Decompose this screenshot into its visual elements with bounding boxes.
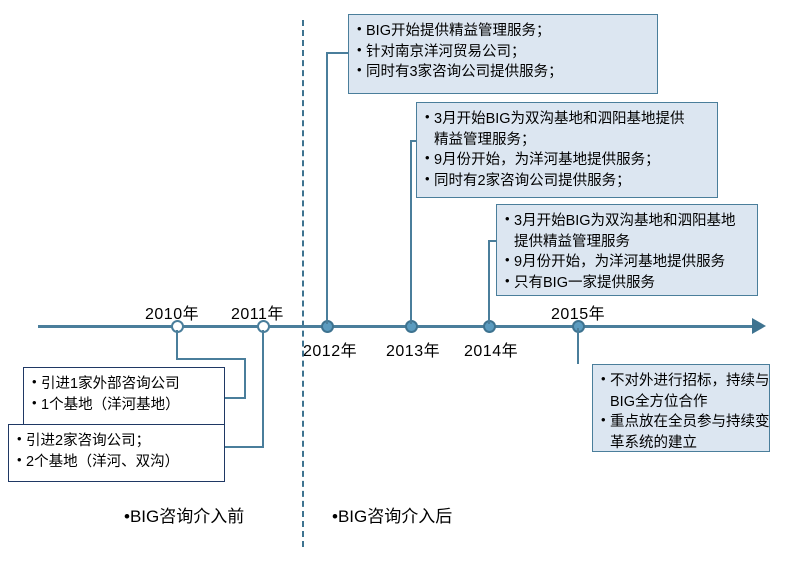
callout-box-2014: 3月开始BIG为双沟基地和泗阳基地 提供精益管理服务 9月份开始，为洋河基地提供… xyxy=(496,204,758,296)
callout-line: 针对南京洋河贸易公司； xyxy=(357,41,649,63)
callout-line: 引进1家外部咨询公司 xyxy=(32,373,216,395)
callout-line: 2个基地（洋河、双沟） xyxy=(17,451,216,473)
callout-box-2010: 引进1家外部咨询公司 1个基地（洋河基地） xyxy=(23,367,225,425)
callout-box-2012: BIG开始提供精益管理服务； 针对南京洋河贸易公司； 同时有3家咨询公司提供服务… xyxy=(348,14,658,94)
connector-2014-horizontal xyxy=(488,240,496,242)
callout-line: 9月份开始，为洋河基地提供服务 xyxy=(505,251,749,273)
callout-line: 9月份开始，为洋河基地提供服务； xyxy=(425,149,709,171)
callout-line: 提供精益管理服务 xyxy=(514,233,630,250)
year-label-2013: 2013年 xyxy=(386,343,441,360)
year-label-2012: 2012年 xyxy=(303,343,358,360)
callout-line: BIG开始提供精益管理服务； xyxy=(357,20,649,42)
callout-line: 引进2家咨询公司； xyxy=(17,430,216,452)
connector-2013-horizontal xyxy=(410,140,416,142)
callout-line: 重点放在全员参与持续变 xyxy=(601,411,770,433)
connector-2013-vertical xyxy=(410,140,412,324)
callout-box-2015: 不对外进行招标，持续与 BIG全方位合作 重点放在全员参与持续变 革系统的建立 xyxy=(592,364,770,452)
callout-box-2011: 引进2家咨询公司； 2个基地（洋河、双沟） xyxy=(8,424,225,482)
callout-line: BIG全方位合作 xyxy=(610,393,708,410)
connector-2010-horizontal xyxy=(176,358,246,360)
phase-divider xyxy=(302,20,304,547)
year-label-2010: 2010年 xyxy=(145,306,200,323)
callout-line: 精益管理服务； xyxy=(434,131,536,148)
callout-line: 同时有2家咨询公司提供服务； xyxy=(425,170,709,192)
connector-2012-vertical xyxy=(326,52,328,324)
callout-line: 不对外进行招标，持续与 xyxy=(601,370,770,392)
connector-2011-vertical xyxy=(262,330,264,448)
connector-2010-drop xyxy=(244,358,246,399)
connector-2011-into-box xyxy=(225,446,264,448)
callout-line: 同时有3家咨询公司提供服务； xyxy=(357,61,649,83)
legend-before-big: •BIG咨询介入前 xyxy=(124,507,245,526)
year-label-2014: 2014年 xyxy=(464,343,519,360)
connector-2010-vertical xyxy=(176,330,178,358)
callout-line: 1个基地（洋河基地） xyxy=(32,394,216,416)
timeline-axis xyxy=(38,325,758,328)
year-label-2011: 2011年 xyxy=(231,306,284,323)
connector-2012-horizontal xyxy=(326,52,350,54)
callout-line: 只有BIG一家提供服务 xyxy=(505,272,749,294)
legend-after-big: •BIG咨询介入后 xyxy=(332,507,453,526)
timeline-arrow-icon xyxy=(752,318,766,334)
connector-2010-into-box xyxy=(225,397,246,399)
callout-box-2013: 3月开始BIG为双沟基地和泗阳基地提供 精益管理服务； 9月份开始，为洋河基地提… xyxy=(416,102,718,198)
year-label-2015: 2015年 xyxy=(551,306,606,323)
connector-2015-vertical xyxy=(577,328,579,364)
callout-line: 革系统的建立 xyxy=(610,434,697,451)
callout-line: 3月开始BIG为双沟基地和泗阳基地提供 xyxy=(425,108,709,130)
callout-line: 3月开始BIG为双沟基地和泗阳基地 xyxy=(505,210,749,232)
connector-2014-vertical xyxy=(488,240,490,324)
